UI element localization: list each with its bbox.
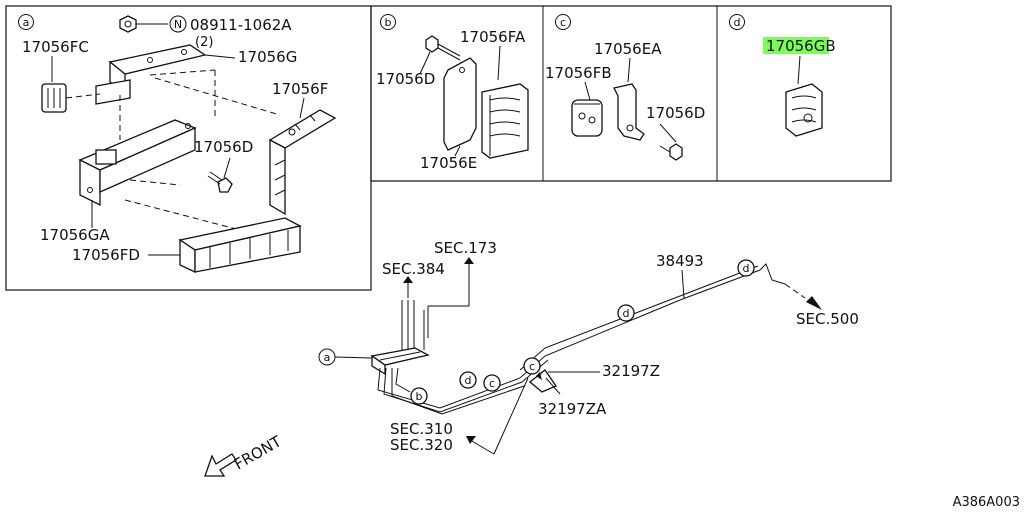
bolt-icon	[425, 35, 461, 61]
svg-text:c: c	[529, 360, 535, 373]
nut-icon	[119, 15, 168, 33]
callout-d: d	[459, 371, 477, 389]
part-label-17056fd: 17056FD	[72, 246, 140, 264]
part-label-38493: 38493	[656, 252, 704, 270]
assembly-line	[129, 179, 181, 186]
clip-32197z-drawing	[528, 369, 600, 393]
part-label-17056ga: 17056GA	[40, 226, 110, 244]
quantity-label: (2)	[195, 35, 213, 50]
part-label-17056fa: 17056FA	[460, 28, 526, 46]
bracket-17056g-drawing	[95, 44, 236, 105]
clip-17056fa-drawing	[481, 83, 529, 159]
part-label-17056ea: 17056EA	[594, 40, 662, 58]
svg-text:N: N	[174, 18, 182, 31]
bolt-icon	[207, 171, 233, 193]
front-arrow-icon	[204, 453, 237, 477]
assembly-line	[149, 69, 216, 76]
svg-text:b: b	[385, 16, 392, 29]
part-label-32197z: 32197Z	[602, 362, 660, 380]
panels-bcd-frame	[370, 5, 892, 182]
part-label-17056d-a: 17056D	[194, 138, 253, 156]
svg-text:a: a	[324, 351, 331, 364]
svg-text:d: d	[465, 374, 472, 387]
callout-d: d	[617, 304, 635, 322]
panel-a-marker: a	[18, 14, 34, 30]
front-label: FRONT	[231, 432, 285, 474]
callout-b: b	[410, 387, 428, 405]
svg-text:c: c	[560, 16, 566, 29]
section-label-sec384: SEC.384	[382, 260, 445, 278]
grommet-17056fb-drawing	[571, 99, 603, 137]
clip-17056fc-drawing	[41, 83, 101, 113]
arrow-sec500-icon	[806, 296, 822, 310]
panel-c-marker: c	[555, 14, 571, 30]
leader-17056d-b	[419, 51, 431, 75]
panel-d-marker: d	[729, 14, 745, 30]
pipe-stubs	[401, 300, 425, 350]
bracket-17056ga-drawing	[78, 119, 197, 228]
svg-text:b: b	[416, 390, 423, 403]
n-symbol-callout: N	[169, 15, 187, 33]
arrow-up-sec173-icon	[427, 257, 474, 338]
part-label-17056gb[interactable]: 17056GB	[766, 37, 836, 55]
section-label-sec173: SEC.173	[434, 239, 497, 257]
leader-32197za	[545, 377, 561, 395]
section-label-sec500: SEC.500	[796, 310, 859, 328]
section-label-sec310: SEC.310	[390, 420, 453, 438]
clip-17056f-drawing	[268, 109, 337, 216]
leader-17056ea	[627, 57, 631, 83]
part-label-17056d-b: 17056D	[376, 70, 435, 88]
svg-text:d: d	[734, 16, 741, 29]
bolt-icon	[659, 143, 683, 161]
callout-c: c	[523, 357, 541, 375]
callout-c: c	[483, 374, 501, 392]
part-label-17056g: 17056G	[238, 48, 297, 66]
assembly-line	[124, 199, 241, 231]
clip-17056fd-drawing	[178, 217, 302, 274]
section-label-sec320: SEC.320	[390, 436, 453, 454]
leader-17056f	[299, 97, 305, 119]
leader-17056d-c	[659, 123, 677, 143]
part-label-08911-1062a: 08911-1062A	[190, 16, 292, 34]
highlight-17056gb	[763, 37, 829, 54]
brake-tube-bundle	[377, 263, 806, 415]
part-label-17056fb: 17056FB	[545, 64, 612, 82]
svg-text:d: d	[743, 262, 750, 275]
bracket-17056ea-drawing	[613, 83, 645, 141]
svg-text:c: c	[489, 377, 495, 390]
part-label-32197za: 32197ZA	[538, 400, 607, 418]
leader-17056gb	[797, 55, 801, 85]
part-label-17056f: 17056F	[272, 80, 328, 98]
leader-17056fb	[584, 81, 591, 101]
assembly-line	[154, 77, 281, 116]
part-label-17056d-c: 17056D	[646, 104, 705, 122]
svg-text:d: d	[623, 307, 630, 320]
leader-sec310-320	[466, 377, 529, 455]
panel-b-marker: b	[380, 14, 396, 30]
part-label-17056e: 17056E	[420, 154, 477, 172]
bracket-17056e-drawing	[443, 57, 477, 151]
junction-block-drawing	[370, 347, 430, 376]
figure-code: A386A003	[953, 495, 1020, 510]
leader-17056e	[454, 145, 461, 157]
leader-17056fa	[497, 45, 501, 81]
leader-17056d-a	[223, 157, 231, 179]
clip-17056gb-drawing	[785, 83, 823, 137]
callout-d: d	[737, 259, 755, 277]
callout-a: a	[318, 348, 373, 366]
part-label-17056fc: 17056FC	[22, 38, 89, 56]
svg-text:a: a	[23, 16, 30, 29]
arrow-up-sec384-icon	[403, 276, 413, 298]
leader-38493	[681, 269, 685, 299]
